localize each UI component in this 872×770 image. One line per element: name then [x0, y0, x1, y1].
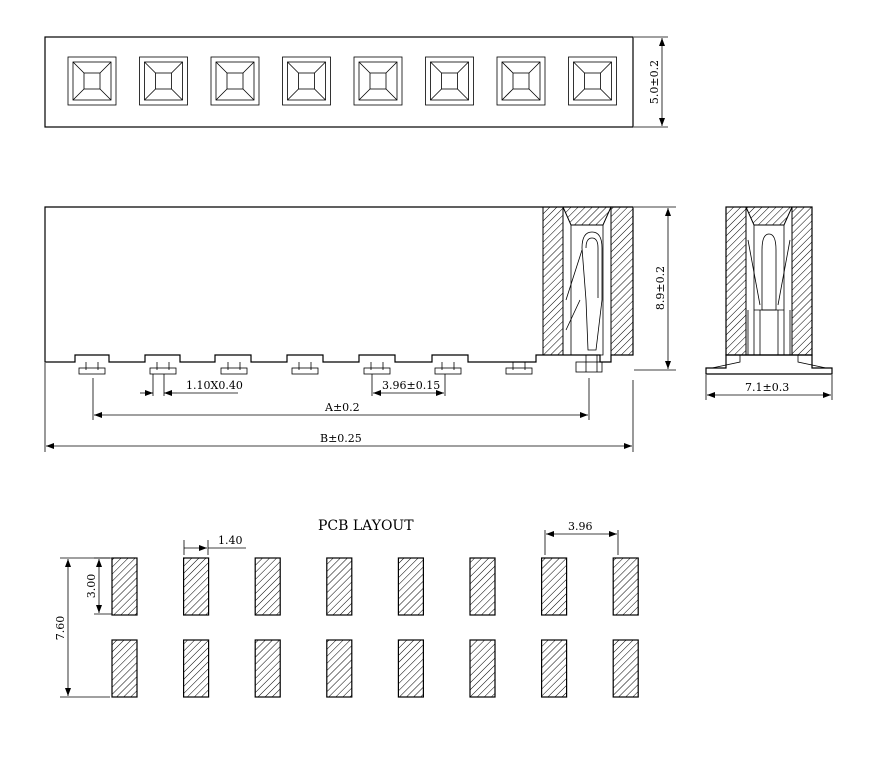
top-cell	[425, 56, 474, 106]
top-view: 5.0±0.2	[44, 36, 668, 128]
pcb-pitch-dim: 3.96	[568, 520, 593, 533]
side-view: 7.1±0.3	[705, 206, 833, 400]
pcb-pad	[540, 557, 568, 616]
pcb-pad	[254, 639, 281, 698]
pcb-pad	[612, 639, 639, 698]
pcb-pad	[111, 557, 138, 616]
pitch-dim: 3.96±0.15	[382, 379, 440, 392]
pcb-pad	[397, 639, 424, 698]
front-pin	[78, 362, 106, 375]
top-cell	[496, 56, 546, 106]
pcb-pad	[111, 639, 138, 698]
top-height-dim: 5.0±0.2	[648, 60, 661, 104]
top-cell	[568, 56, 617, 106]
front-pin	[505, 362, 533, 375]
pcb-pad	[612, 557, 639, 616]
a-dim: A±0.2	[324, 401, 360, 414]
pcb-pad	[540, 639, 568, 698]
pcb-layout-title: PCB LAYOUT	[318, 518, 414, 534]
front-height-dim: 8.9±0.2	[654, 266, 667, 310]
pcb-pad	[183, 639, 210, 698]
pad-height-dim: 3.00	[85, 574, 98, 599]
top-cell	[67, 56, 117, 106]
top-cell	[139, 56, 188, 106]
top-cell	[353, 56, 403, 106]
front-pin	[434, 362, 462, 375]
b-dim: B±0.25	[320, 432, 362, 445]
front-view: 8.9±0.2 1.10X0.40 3.96±0.15 A±0.2 B±0.25	[44, 206, 676, 452]
pcb-pad	[326, 557, 353, 616]
top-cell	[210, 56, 260, 106]
top-cell	[282, 56, 331, 106]
front-pin	[149, 362, 177, 375]
pcb-pad	[469, 639, 496, 698]
pcb-pads	[111, 557, 639, 698]
front-body-outline	[44, 206, 634, 363]
front-pin	[291, 362, 319, 375]
pin-size-dim: 1.10X0.40	[186, 379, 243, 392]
front-pin	[363, 362, 391, 375]
pcb-pad	[183, 557, 210, 616]
side-width-dim: 7.1±0.3	[745, 381, 789, 394]
pcb-layout: PCB LAYOUT 1.40 3.96 3.00 7.60	[54, 518, 639, 698]
pcb-pad	[254, 557, 281, 616]
pcb-pad	[326, 639, 353, 698]
front-pins	[78, 362, 533, 375]
row-span-dim: 7.60	[54, 616, 67, 641]
top-view-outline	[44, 36, 634, 128]
pcb-pad	[469, 557, 496, 616]
front-pin	[220, 362, 248, 375]
pad-width-dim: 1.40	[218, 534, 243, 547]
top-view-cells	[67, 56, 617, 106]
pcb-pad	[397, 557, 424, 616]
